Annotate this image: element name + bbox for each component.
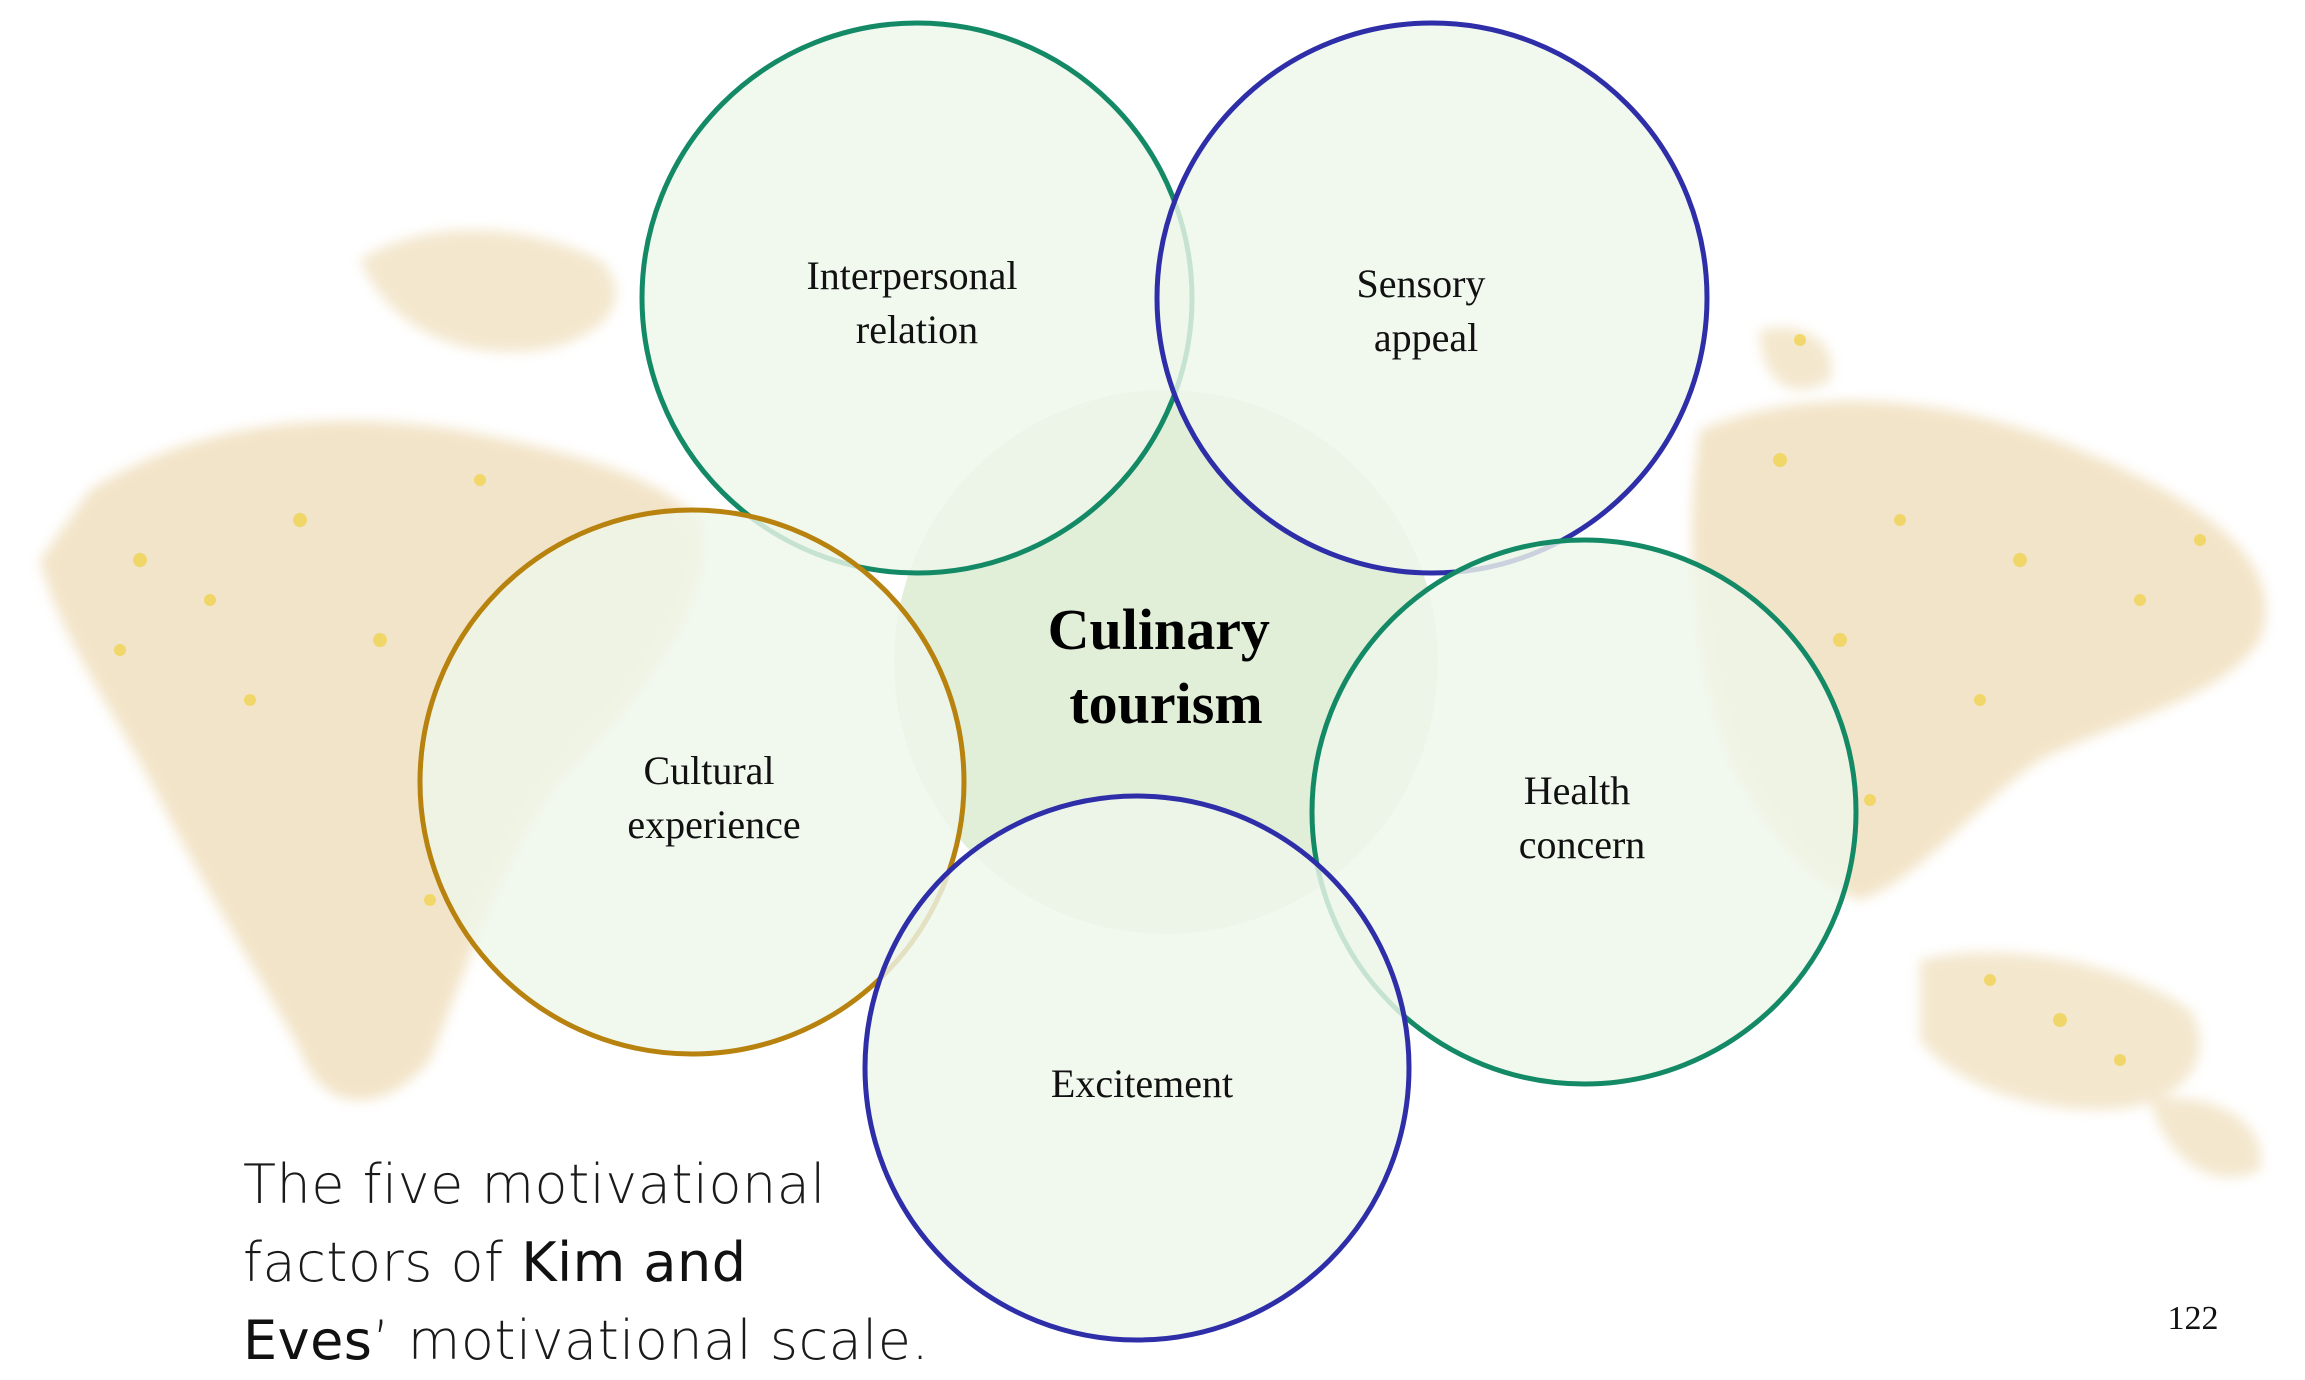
caption-text-2: factors of [243, 1231, 522, 1294]
health-concern-label: Health concern [1519, 768, 1646, 867]
sensory-appeal-circle [1154, 20, 1710, 576]
caption-authors-eves: Eves [243, 1309, 373, 1372]
caption-line-1: The five motivational [243, 1146, 1003, 1224]
interpersonal-relation-label: Interpersonal relation [806, 253, 1027, 352]
excitement-circle [862, 793, 1412, 1343]
sensory-appeal-label: Sensory appeal [1357, 261, 1496, 360]
grain-kernels-decoration [114, 334, 2206, 1066]
cultural-experience-circle [417, 507, 967, 1057]
caption-text-1: The five motivational [243, 1153, 826, 1216]
caption-line-3: Eves’ motivational scale. [243, 1302, 1003, 1380]
cultural-experience-label: Cultural experience [627, 748, 800, 847]
culinary-tourism-label: Culinary tourism [1048, 597, 1285, 736]
factor-circles [417, 20, 1859, 1343]
caption-authors-kim: Kim and [521, 1231, 747, 1294]
figure-caption: The five motivational factors of Kim and… [243, 1146, 1003, 1380]
page-number: 122 [2168, 1300, 2219, 1337]
health-concern-circle [1309, 537, 1859, 1087]
caption-text-3: ’ motivational scale. [372, 1309, 930, 1372]
interpersonal-relation-circle [639, 20, 1195, 576]
caption-line-2: factors of Kim and [243, 1224, 1003, 1302]
excitement-label: Excitement [1051, 1061, 1233, 1106]
